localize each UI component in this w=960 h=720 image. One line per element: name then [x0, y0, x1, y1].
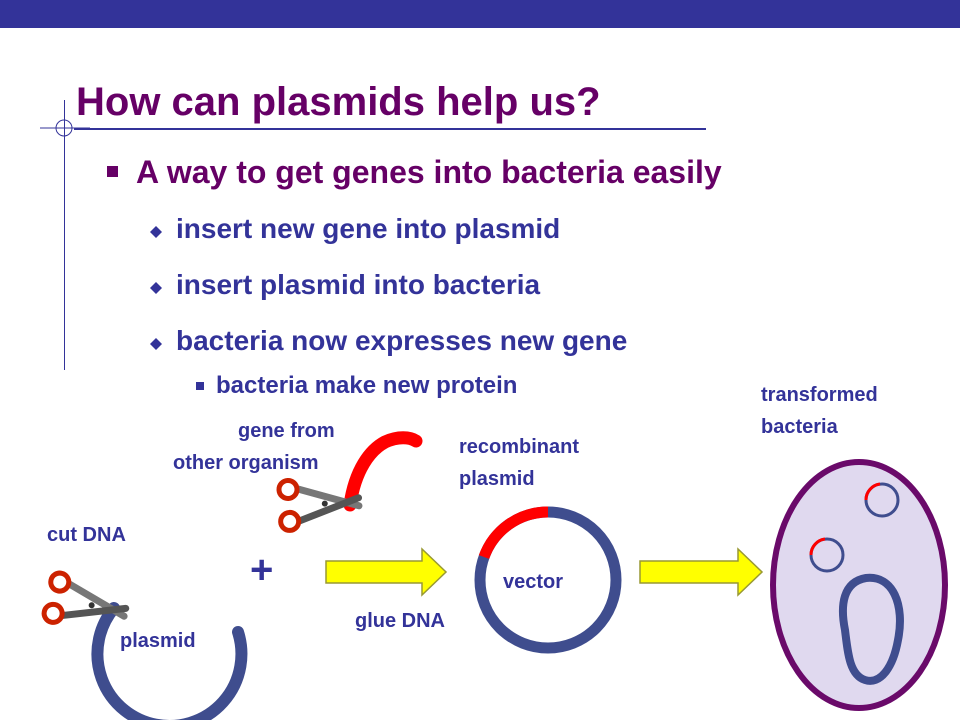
arrow-right-icon	[639, 547, 764, 597]
bullet-main: A way to get genes into bacteria easily	[136, 154, 722, 190]
slide-title: How can plasmids help us?	[76, 80, 601, 124]
chromosome-loop-icon	[838, 573, 904, 685]
diamond-bullet-icon	[150, 226, 162, 238]
bullet-sub-2: insert plasmid into bacteria	[176, 269, 541, 300]
plus-sign: +	[250, 548, 274, 592]
bullet-sub-1: insert new gene into plasmid	[176, 213, 561, 244]
vertical-rule	[64, 100, 65, 370]
small-square-bullet-icon	[196, 382, 204, 390]
top-bar	[0, 0, 960, 28]
bullet-sub-3: bacteria now expresses new gene	[176, 325, 628, 356]
arrow-right-icon	[325, 547, 448, 597]
diamond-bullet-icon	[150, 338, 162, 350]
title-underline	[74, 128, 706, 130]
glue-dna-label: glue DNA	[355, 610, 445, 632]
cut-dna-label: cut DNA	[47, 524, 126, 546]
transformed-label-line1: transformed	[761, 384, 878, 406]
bacterium-cell-icon	[770, 459, 948, 711]
transformed-label-line2: bacteria	[761, 416, 838, 438]
recombinant-label-line1: recombinant	[459, 436, 580, 458]
bullet-subsub: bacteria make new protein	[216, 372, 518, 399]
square-bullet-icon	[107, 166, 118, 177]
plasmid-label: plasmid	[120, 630, 196, 652]
diamond-bullet-icon	[150, 282, 162, 294]
vector-label: vector	[503, 571, 564, 593]
gene-insert-arc	[478, 506, 549, 560]
gene-label-line2: other organism	[173, 452, 319, 474]
recombinant-label-line2: plasmid	[459, 468, 535, 490]
gene-label-line1: gene from	[238, 420, 335, 442]
plasmid-ring-icon	[91, 602, 248, 720]
gene-fragment-icon	[343, 431, 423, 512]
